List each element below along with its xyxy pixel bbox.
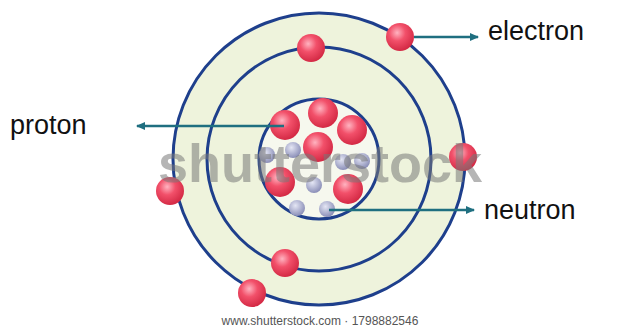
part-label: neutron [484,197,576,224]
footer-bar [0,314,640,329]
part-label: electron [488,18,584,45]
watermark: shutterstock [158,136,482,190]
watermark-footer: www.shutterstock.com · 1798882546 [222,315,419,327]
part-label: proton [10,112,87,139]
